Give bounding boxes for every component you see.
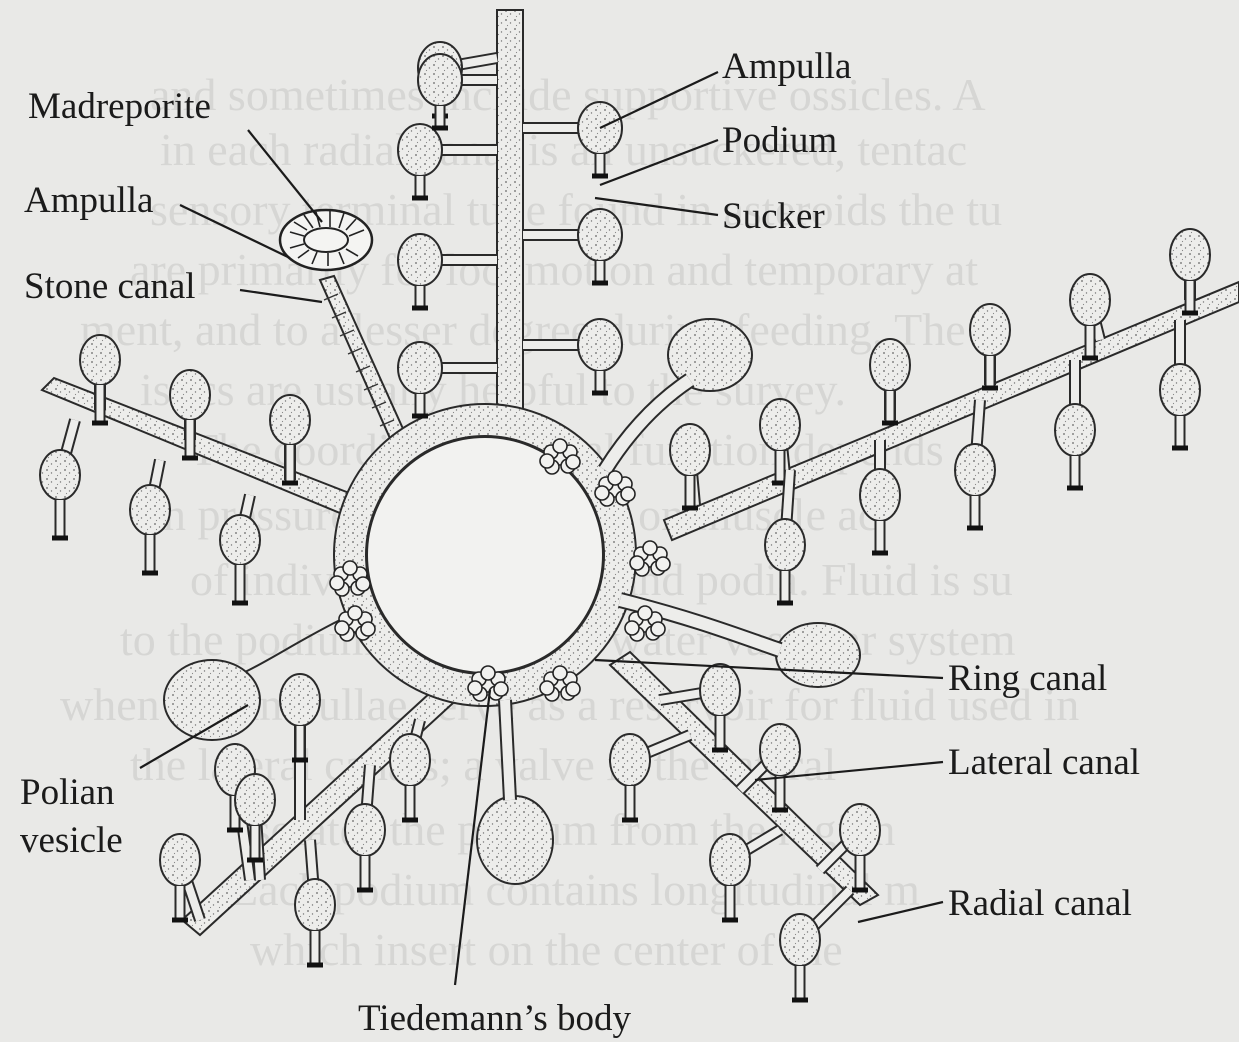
ampulla [1160,364,1200,416]
label-lateral-canal: Lateral canal [948,742,1140,783]
ampulla [955,444,995,496]
label-polian-vesicle-line2: vesicle [20,820,123,861]
polian-vesicle [776,623,860,687]
ampulla [610,734,650,786]
label-podium: Podium [722,120,837,161]
ampulla [345,804,385,856]
bg-text-line: and sometimes include supportive ossicle… [150,69,986,120]
ampulla [1055,404,1095,456]
ampulla [398,124,442,176]
ampulla [40,450,80,500]
ampulla [860,469,900,521]
polian-vesicle [477,796,553,884]
ampulla [765,519,805,571]
ampulla [578,209,622,261]
ampulla [170,370,210,420]
ampulla [970,304,1010,356]
label-ring-canal: Ring canal [948,658,1107,699]
ampulla [870,339,910,391]
ampulla [578,319,622,371]
label-tiedemanns-body: Tiedemann’s body [358,998,632,1039]
label-madreporite: Madreporite [28,86,211,127]
tube-foot [1055,360,1095,488]
madreporite [280,210,372,270]
ampulla [80,335,120,385]
label-polian-vesicle-line1: Polian [20,772,115,813]
polian-vesicle [164,660,260,740]
ampulla [398,342,442,394]
tube-foot [970,304,1010,388]
ampulla [398,234,442,286]
bg-text-line: which insert on the center of the [250,924,843,975]
ampulla [295,879,335,931]
ampulla [390,734,430,786]
tube-foot [1160,320,1200,448]
tube-foot [160,834,200,920]
ampulla [280,674,320,726]
label-radial-canal: Radial canal [948,883,1132,924]
ampulla [235,774,275,826]
ampulla [418,54,462,106]
ampulla [760,724,800,776]
ampulla [220,515,260,565]
ampulla [700,664,740,716]
bg-text-line: are primarily for locomotion and tempora… [130,244,978,295]
tube-foot [870,339,910,423]
ampulla [670,424,710,476]
ampulla [1170,229,1210,281]
tube-foot [40,420,80,538]
ampulla [130,485,170,535]
label-ampulla-top: Ampulla [722,46,851,87]
tube-foot [130,460,170,573]
label-sucker: Sucker [722,196,825,237]
radial-canal-top [497,10,523,450]
ampulla [840,804,880,856]
ampulla [760,399,800,451]
ampulla [1070,274,1110,326]
ampulla [710,834,750,886]
ampulla [270,395,310,445]
bg-text-line: sensory terminal tube found in asteroids… [150,184,1002,235]
label-ampulla-left: Ampulla [24,180,153,221]
label-stone-canal: Stone canal [24,266,196,307]
ampulla [160,834,200,886]
ampulla [780,914,820,966]
